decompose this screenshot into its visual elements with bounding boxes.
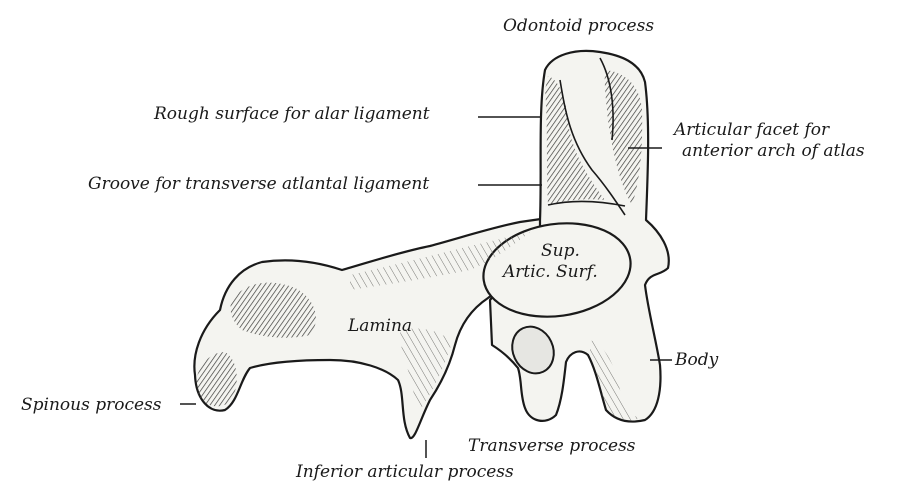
label-inferior-articular-process: Inferior articular process [296, 462, 514, 482]
label-groove-transverse-atlantal-ligament: Groove for transverse atlantal ligament [88, 174, 430, 194]
lamina-shape [193, 216, 558, 440]
bone-shading [196, 70, 643, 421]
label-spinous-process: Spinous process [21, 395, 162, 415]
label-artic-surf: Artic. Surf. [503, 262, 598, 282]
label-articular-facet-line2: anterior arch of atlas [682, 141, 865, 161]
odontoid-ridges [547, 57, 626, 216]
label-odontoid-process: Odontoid process [503, 16, 655, 36]
label-rough-surface-alar-ligament: Rough surface for alar ligament [154, 104, 430, 124]
label-articular-facet-line1: Articular facet for [674, 120, 830, 140]
label-body: Body [675, 350, 719, 370]
transverse-foramen [511, 325, 555, 375]
superior-articular-surface-shape [482, 222, 632, 318]
label-sup: Sup. [541, 241, 580, 261]
leader-lines [180, 116, 672, 458]
label-lamina: Lamina [348, 316, 413, 336]
label-transverse-process: Transverse process [468, 436, 636, 456]
